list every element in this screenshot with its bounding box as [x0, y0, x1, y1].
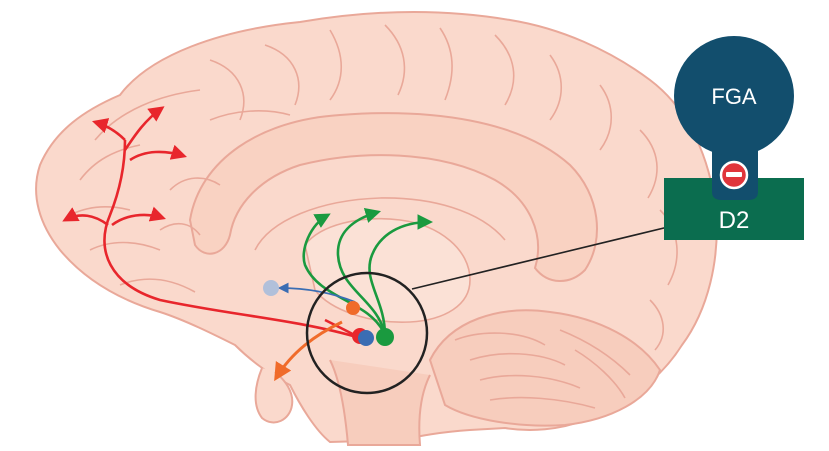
- mesocortical-branch-5: [111, 206, 166, 227]
- pituitary-gland: [254, 367, 294, 424]
- minus-circle-icon: [719, 160, 749, 190]
- tuberoinfundibular-pathway: [274, 320, 343, 382]
- orange-nucleus: [346, 301, 360, 315]
- mesocortical-trunk: [103, 139, 361, 340]
- blue-nucleus: [358, 330, 374, 346]
- nigrostriatal-pathway: [263, 280, 356, 303]
- brain-stem: [329, 359, 431, 446]
- tuberoinfundibular-arrow: [274, 320, 343, 382]
- corpus-callosum: [188, 112, 598, 282]
- drug-receptor-inset: FGA D2: [664, 36, 804, 240]
- cerebellum: [428, 309, 662, 427]
- fornix: [254, 197, 506, 251]
- mesolimbic-branch-1: [302, 213, 387, 336]
- green-nucleus: [376, 328, 394, 346]
- dopamine-nuclei: [346, 301, 394, 346]
- mesocortical-branch-2: [123, 106, 165, 151]
- nigrostriatal-target: [263, 280, 279, 296]
- brain-sagittal-section: [35, 10, 718, 446]
- fga-label: FGA: [711, 84, 757, 109]
- mesocortical-branch-3: [129, 144, 187, 162]
- mesolimbic-branch-2: [336, 207, 387, 336]
- mesocortical-branch-4: [62, 207, 109, 227]
- d2-label: D2: [719, 207, 750, 234]
- mesolimbic-pathway: [302, 207, 434, 336]
- fga-drug-circle: [674, 36, 794, 156]
- mesocortical-branch-1: [92, 118, 126, 141]
- zoom-ring: [305, 271, 429, 395]
- mesolimbic-branch-3: [368, 214, 434, 336]
- nigrostriatal-arrow: [277, 282, 356, 303]
- zoom-connector-line: [411, 226, 669, 290]
